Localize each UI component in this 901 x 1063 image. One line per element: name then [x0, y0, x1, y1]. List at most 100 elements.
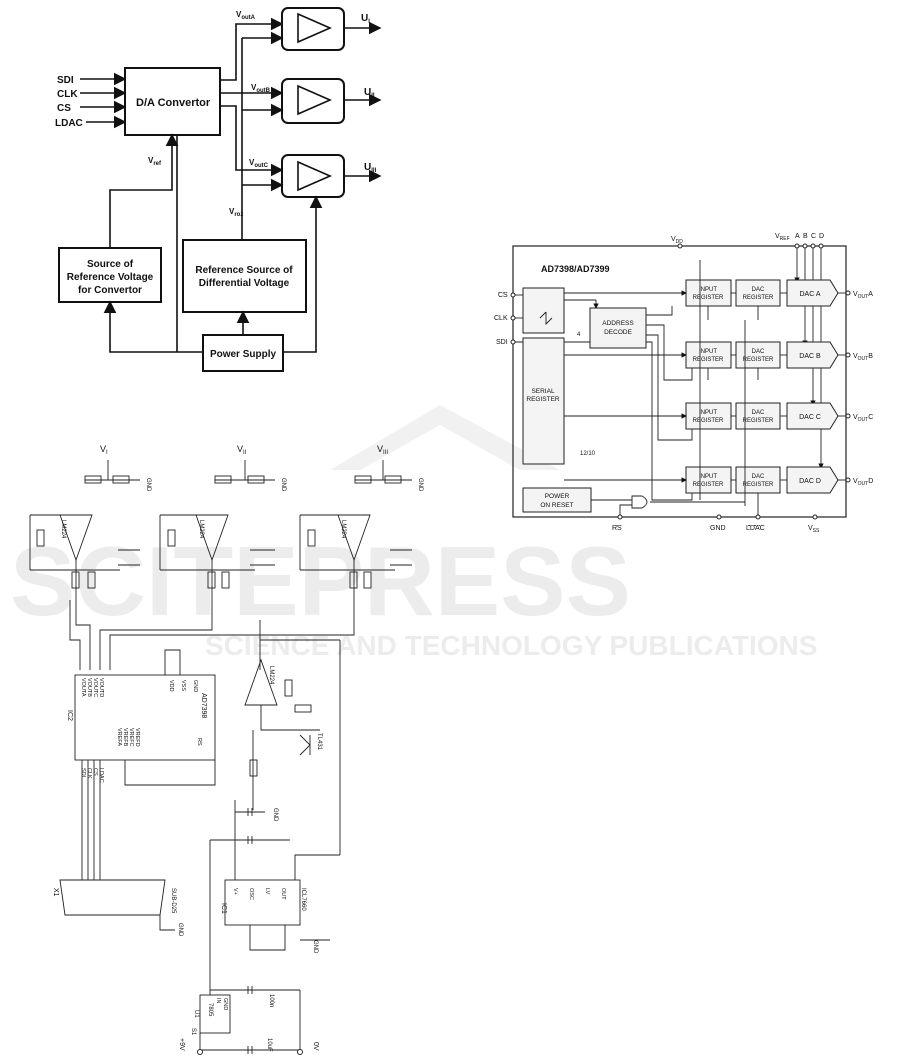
dac-ic-name: AD7398 — [200, 693, 207, 718]
svg-text:INPUT: INPUT — [699, 410, 717, 416]
svg-text:DAC: DAC — [752, 410, 765, 416]
output-u3: UIII — [364, 162, 377, 174]
svg-text:VDD: VDD — [168, 680, 174, 692]
register-row-c: INPUT REGISTER DAC REGISTER DAC C — [685, 402, 839, 430]
pin-gnd: GND — [710, 525, 726, 532]
svg-text:LM224: LM224 — [198, 520, 204, 539]
svg-text:VREFD: VREFD — [134, 728, 140, 747]
block-diagram: SDI CLK CS LDAC D/A Convertor VoutA Vout… — [55, 7, 382, 372]
svg-text:DAC C: DAC C — [799, 414, 821, 421]
dac-output-lines — [220, 17, 284, 177]
register-row-a: INPUT REGISTER DAC REGISTER DAC A — [685, 279, 839, 307]
input-cs: CS — [57, 103, 71, 114]
schematic: VI VII VIII LM224 LM224 — [29, 444, 423, 1055]
stage-2: LM224 — [159, 460, 275, 600]
ref-source-line-3: for Convertor — [78, 285, 142, 296]
vouta-label: VoutA — [236, 10, 256, 21]
vref-chip-label: VREF — [775, 233, 790, 242]
stage-3: LM224 — [299, 460, 412, 600]
input-sdi: SDI — [57, 75, 74, 86]
capacitors — [210, 808, 300, 1054]
svg-text:10uF: 10uF — [266, 1038, 272, 1052]
vout-b: VOUTB — [853, 353, 873, 362]
tl431-label: TL431 — [316, 733, 322, 751]
svg-text:IC1: IC1 — [220, 903, 227, 914]
svg-text:VOUTC: VOUTC — [92, 678, 98, 697]
svg-text:VOUTB: VOUTB — [86, 678, 92, 697]
amp-box-2 — [281, 78, 345, 124]
vref-label: Vref — [148, 156, 162, 167]
svg-text:LM224: LM224 — [340, 520, 346, 539]
ref-letter-d: D — [819, 233, 824, 240]
switch-label: S1 — [190, 1028, 196, 1036]
connector-ref: X1 — [52, 888, 59, 897]
svg-text:DAC: DAC — [752, 287, 765, 293]
r22 — [294, 704, 312, 713]
svg-text:REGISTER: REGISTER — [743, 418, 774, 424]
vroz-lines — [241, 31, 284, 240]
chip-title: AD7398/AD7399 — [541, 264, 610, 274]
svg-text:REGISTER: REGISTER — [743, 357, 774, 363]
svg-text:INPUT: INPUT — [699, 349, 717, 355]
stage-1: LM224 — [29, 460, 140, 600]
svg-text:VOUTA: VOUTA — [80, 678, 86, 697]
and-gate — [631, 495, 648, 509]
svg-text:CS: CS — [92, 768, 98, 776]
svg-text:GND: GND — [272, 808, 278, 822]
svg-text:SDI: SDI — [80, 768, 86, 778]
ref-letter-b: B — [803, 233, 808, 240]
output-u2: UII — [364, 87, 375, 99]
gnd-3: GND — [417, 478, 423, 492]
svg-text:RS: RS — [196, 738, 202, 746]
svg-text:VREFB: VREFB — [122, 728, 128, 747]
vref-line — [109, 133, 179, 248]
pin-sdi: SDI — [496, 339, 508, 346]
pin-ldac: LDAC — [746, 525, 765, 532]
chip-outputs — [838, 290, 851, 483]
gnd-2: GND — [280, 478, 286, 492]
diff-source-line-1: Reference Source of — [195, 265, 293, 276]
diff-source-block — [182, 239, 307, 313]
por-line-2: ON RESET — [540, 502, 573, 509]
svg-text:GND: GND — [177, 923, 183, 937]
input-clk: CLK — [57, 89, 78, 100]
vout-c: VOUTC — [853, 414, 873, 423]
ref-source-line-2: Reference Voltage — [67, 272, 154, 283]
serial-register-line-1: SERIAL — [531, 388, 555, 395]
ref-source-line-1: Source of — [87, 259, 134, 270]
power-supply-label: Power Supply — [210, 349, 277, 360]
vout-a: VOUTA — [853, 291, 873, 300]
svg-text:ICL7660: ICL7660 — [300, 888, 306, 911]
watermark-main: SCITEPRESS — [10, 526, 631, 636]
connector-name: SUB-D25 — [170, 888, 176, 914]
input-lines — [80, 72, 127, 129]
r2 — [249, 759, 258, 777]
svg-text:REGISTER: REGISTER — [693, 482, 724, 488]
ref-letter-c: C — [811, 233, 816, 240]
bus-4-label: 4 — [577, 332, 581, 338]
supply-v2: VII — [237, 444, 247, 456]
svg-text:LDAC: LDAC — [98, 768, 104, 783]
serial-register-block — [522, 337, 565, 465]
dac-ic-body — [74, 674, 216, 761]
svg-text:OSC: OSC — [248, 888, 254, 900]
svg-text:VOUTD: VOUTD — [98, 678, 104, 697]
power-supply-block — [202, 334, 284, 372]
watermark: SCITEPRESS SCIENCE AND TECHNOLOGY PUBLIC… — [10, 405, 817, 661]
pin-vss: VSS — [808, 525, 820, 534]
address-decode-line-1: ADDRESS — [602, 320, 634, 327]
svg-text:LM224: LM224 — [268, 666, 274, 685]
dac-block-label: D/A Convertor — [136, 97, 211, 109]
pin-rs: RS — [612, 525, 622, 532]
supply-plus9v: +9V — [178, 1038, 185, 1051]
voutb-label: VoutB — [251, 83, 271, 94]
svg-text:7805: 7805 — [207, 1003, 213, 1017]
svg-text:GND: GND — [192, 680, 198, 692]
svg-text:DAC A: DAC A — [799, 291, 820, 298]
svg-text:REGISTER: REGISTER — [743, 295, 774, 301]
svg-text:OUT: OUT — [280, 888, 286, 900]
pin-clk: CLK — [494, 315, 508, 322]
charge-pump: IC1 ICL7660 V+ OSC LV OUT GND — [220, 800, 340, 954]
control-block — [522, 287, 565, 334]
